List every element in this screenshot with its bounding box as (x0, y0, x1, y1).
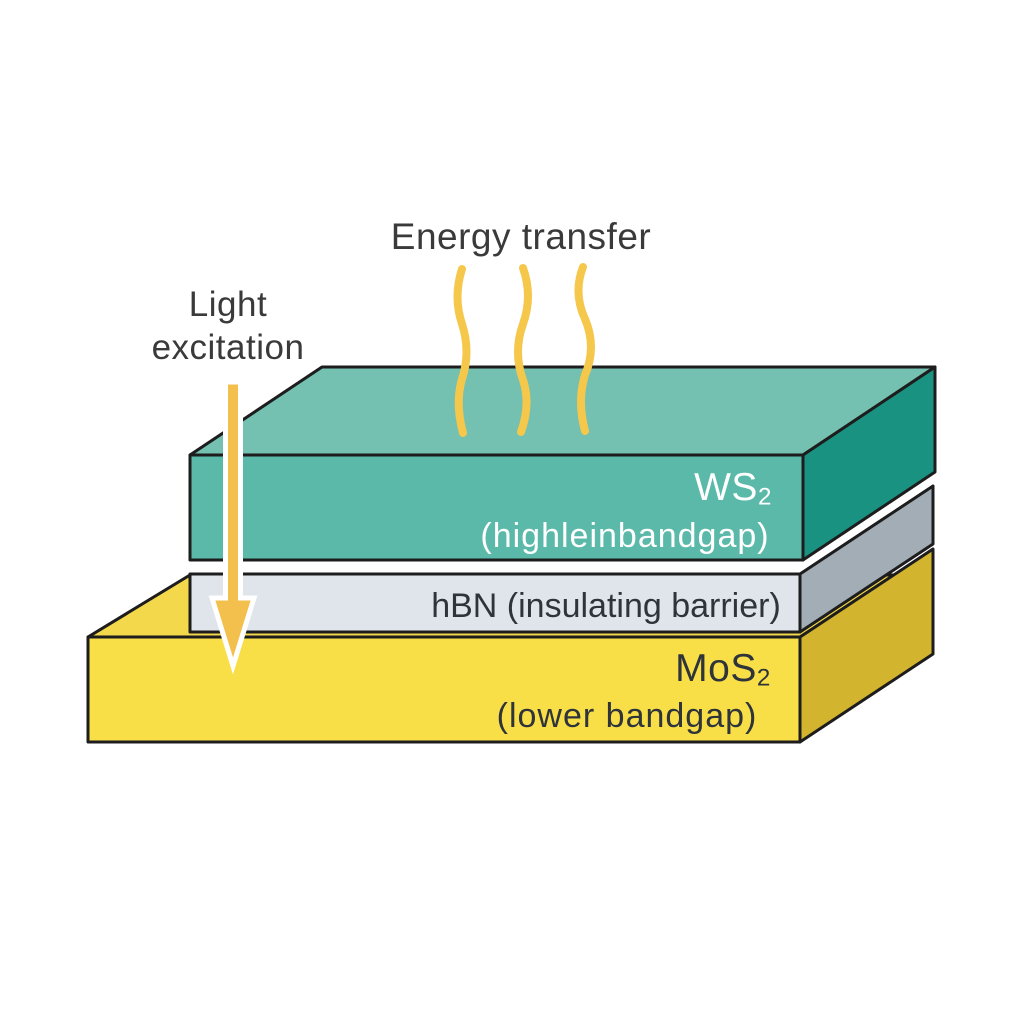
ws2-formula-subscript: 2 (757, 483, 772, 511)
light-excitation-arrow-icon (208, 379, 258, 675)
energy-transfer-label: Energy transfer (390, 216, 652, 257)
light-excitation-label: Light excitation (78, 284, 378, 369)
mos2-formula-label: MoS2 (573, 647, 873, 691)
energy-wave-icon (514, 264, 532, 436)
light-excitation-line2: excitation (151, 327, 305, 367)
ws2-bandgap-note: (highleinbandgap) (480, 517, 770, 555)
mos2-formula-subscript: 2 (756, 664, 771, 692)
hbn-layer-front-face (188, 572, 802, 634)
ws2-layer-front-face (188, 453, 805, 562)
ws2-formula-label: WS2 (583, 466, 883, 510)
hbn-layer-label: hBN (insulating barrier) (431, 587, 781, 625)
ws2-formula-base: WS (694, 466, 758, 509)
mos2-formula-base: MoS (675, 647, 757, 690)
energy-wave-icon (453, 265, 471, 437)
mos2-bandgap-note: (lower bandgap) (496, 697, 758, 735)
energy-wave-icon (574, 263, 595, 435)
mos2-layer-front-face (86, 635, 802, 744)
light-excitation-line1: Light (188, 285, 268, 324)
